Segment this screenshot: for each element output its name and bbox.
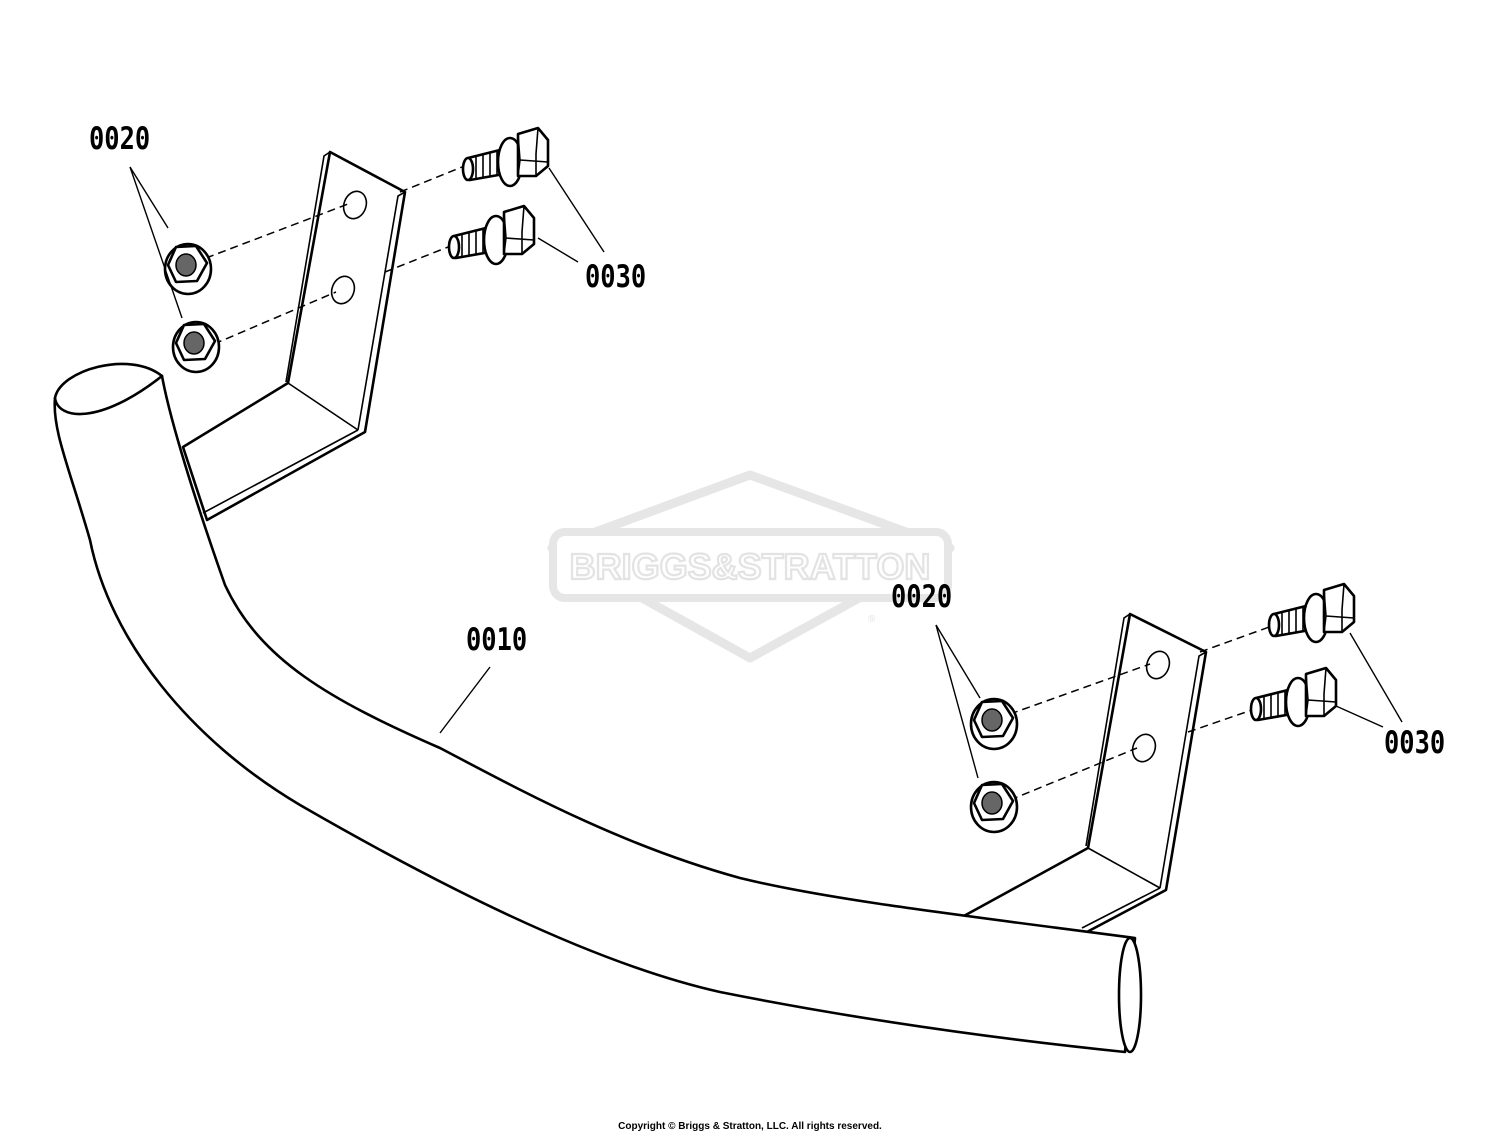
briggs-stratton-watermark: BRIGGS&STRATTON ® [547, 470, 955, 663]
hex-screw-icon [447, 204, 536, 266]
flange-nut-icon [969, 780, 1019, 834]
flange-nut-icon [163, 242, 213, 296]
bumper-tube [53, 362, 1143, 1054]
callout-nuts-lower: 0020 [891, 579, 953, 615]
hex-screws [447, 126, 1356, 728]
callout-tube: 0010 [466, 622, 528, 658]
watermark-brand-text: BRIGGS&STRATTON [570, 546, 931, 587]
right-bracket [960, 612, 1208, 935]
flange-nut-icon [171, 320, 221, 374]
callout-screws-upper: 0030 [585, 259, 647, 295]
lower-assembly-lines [1009, 625, 1273, 801]
copyright-notice: Copyright © Briggs & Stratton, LLC. All … [618, 1121, 882, 1132]
upper-assembly-lines [205, 166, 463, 345]
hex-screw-icon [1267, 582, 1356, 644]
flange-nut-icon [969, 697, 1019, 751]
hex-screw-icon [1249, 666, 1338, 728]
flange-nuts [163, 242, 1019, 834]
hex-screw-icon [461, 126, 550, 188]
left-bracket [181, 150, 407, 522]
leader-lines [129, 166, 1403, 779]
callout-nuts-upper: 0020 [89, 121, 151, 157]
callout-screws-lower: 0030 [1384, 725, 1446, 761]
watermark-registered-mark: ® [868, 614, 876, 625]
